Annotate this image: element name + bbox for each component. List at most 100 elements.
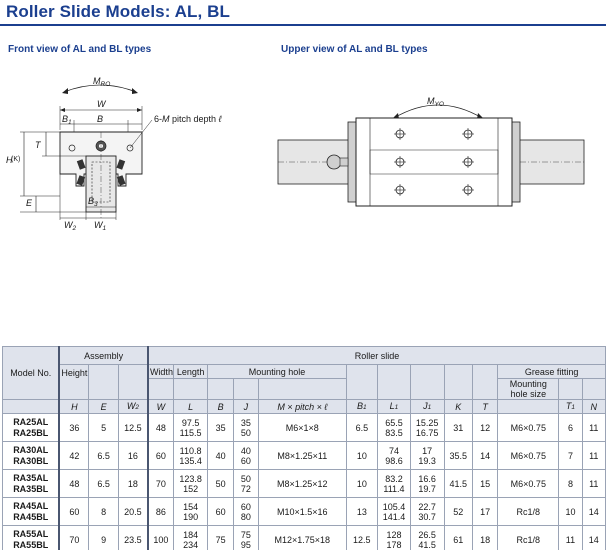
grease-nipple	[326, 154, 342, 170]
cell-k: 35.5	[443, 441, 473, 470]
header-t-blank	[471, 364, 499, 400]
cell-t1: 8	[558, 469, 583, 498]
header-sym-w: W	[147, 399, 174, 414]
cell-j1-line: 19.3	[418, 455, 436, 466]
cell-j1-line: 30.7	[418, 511, 436, 522]
cell-l1-line: 98.6	[385, 455, 403, 466]
cell-b: 50	[207, 469, 234, 498]
cell-j-line: 75	[240, 529, 251, 540]
cell-l1-line: 128	[386, 529, 402, 540]
cell-t1: 10	[558, 497, 583, 526]
mro-moment-arc	[63, 84, 137, 93]
cell-l-line: 234	[183, 539, 199, 550]
cell-model-line: RA45BL	[13, 511, 49, 522]
cell-w2: 23.5	[117, 525, 149, 550]
cell-w2: 20.5	[117, 497, 149, 526]
header-model-sym-blank	[2, 399, 60, 414]
header-j-blank	[232, 378, 260, 400]
cell-n: 11	[581, 441, 606, 470]
cell-t1: 6	[558, 413, 583, 442]
cell-n: 11	[581, 469, 606, 498]
cell-j-line: 60	[240, 455, 251, 466]
cell-w2: 18	[117, 469, 149, 498]
header-w2-blank	[117, 364, 149, 400]
cell-w: 100	[147, 525, 174, 550]
cell-w: 60	[147, 441, 174, 470]
slide-block-top-view	[355, 117, 513, 207]
cell-model-line: RA30AL	[13, 444, 49, 455]
cell-b: 35	[207, 413, 234, 442]
cell-j1-line: 16.75	[415, 427, 439, 438]
header-e-blank	[88, 364, 119, 400]
cell-j1-line: 15.25	[415, 417, 439, 428]
cell-l-line: 190	[183, 511, 199, 522]
cell-j1-line: 19.7	[418, 483, 436, 494]
cell-hole-size: Rc1/8	[497, 525, 560, 550]
header-b1-blank	[345, 364, 379, 400]
header-mounting-hole: Mounting hole	[207, 364, 347, 379]
title-rule	[0, 24, 606, 26]
myo-moment-arc	[393, 104, 483, 119]
cell-j-line: 60	[240, 501, 251, 512]
cell-j1-line: 22.7	[418, 501, 436, 512]
pitch-depth-label: 6-M pitch depth ℓ	[154, 114, 222, 124]
cell-model-line: RA55AL	[13, 528, 49, 539]
header-k-blank	[443, 364, 473, 400]
cell-k: 61	[443, 525, 473, 550]
cell-l1-line: 83.5	[385, 427, 403, 438]
cell-l-line: 152	[183, 483, 199, 494]
cell-b1: 12.5	[345, 525, 379, 550]
header-sym-e: E	[88, 399, 119, 414]
cell-mpl: M12×1.75×18	[258, 525, 347, 550]
cell-l1-line: 65.5	[385, 417, 403, 428]
cell-w2: 12.5	[117, 413, 149, 442]
header-sym-l: L	[172, 399, 209, 414]
cell-model-line: RA55BL	[13, 539, 49, 550]
header-l-blank	[172, 378, 209, 400]
mro-label: MRO	[93, 76, 110, 88]
cell-k: 31	[443, 413, 473, 442]
cell-n: 11	[581, 413, 606, 442]
cell-t: 17	[471, 497, 499, 526]
header-sym-hole-blank	[497, 399, 560, 414]
e-label: E	[26, 198, 33, 208]
cell-l1-line: 74	[388, 445, 399, 456]
cell-model-line: RA25BL	[13, 427, 49, 438]
cell-l-line: 115.5	[179, 427, 202, 438]
cell-j-line: 40	[240, 445, 251, 456]
cell-l-line: 135.4	[179, 455, 202, 466]
cell-l-line: 97.5	[181, 417, 200, 428]
cell-j-line: 95	[240, 539, 251, 550]
cell-t: 18	[471, 525, 499, 550]
cell-j-line: 35	[240, 417, 251, 428]
header-w-blank	[147, 378, 174, 400]
cell-j-line: 50	[240, 427, 251, 438]
k-label: (K)	[11, 156, 20, 163]
cell-h: 70	[58, 525, 90, 550]
cell-j-line: 80	[240, 511, 251, 522]
header-sym-mpl: M × pitch × ℓ	[258, 399, 347, 414]
cell-t1: 11	[558, 525, 583, 550]
page-title: Roller Slide Models: AL, BL	[6, 2, 231, 21]
cell-t: 12	[471, 413, 499, 442]
cell-l-line: 123.8	[179, 473, 202, 484]
header-sym-b: B	[207, 399, 234, 414]
header-sym-j: J	[232, 399, 260, 414]
cell-b: 40	[207, 441, 234, 470]
cell-mpl: M6×1×8	[258, 413, 347, 442]
cell-w: 86	[147, 497, 174, 526]
